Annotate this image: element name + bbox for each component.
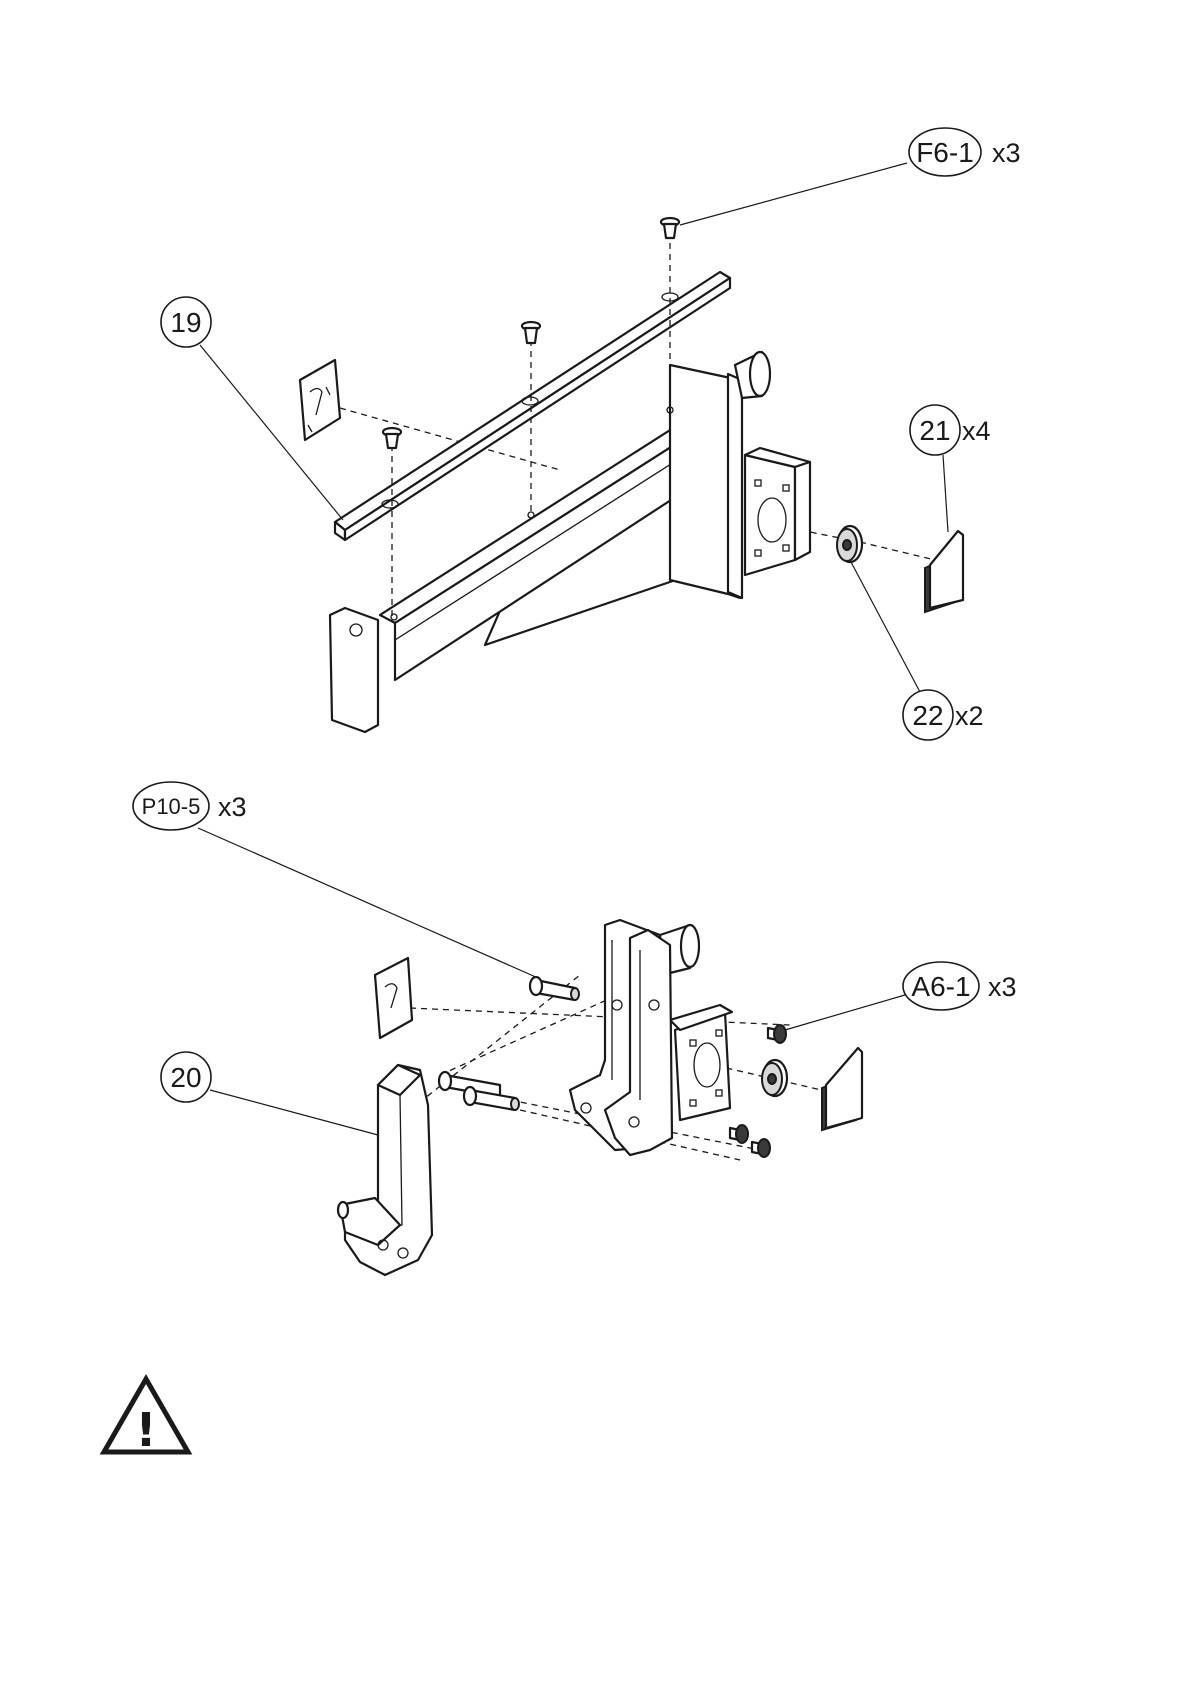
countersunk-screw	[522, 322, 540, 343]
callout-f6-1: F6-1 x3	[680, 128, 1021, 225]
sleeve-end	[681, 925, 699, 967]
warning-triangle-icon: !	[104, 1379, 188, 1457]
callout-label: P10-5	[142, 794, 201, 819]
callout-21: 21 x4	[910, 405, 991, 532]
leader-line	[680, 163, 907, 225]
callout-label: 20	[170, 1062, 201, 1093]
countersunk-screw	[383, 428, 401, 448]
j-hook-20	[338, 1065, 432, 1275]
leader-line	[210, 1090, 378, 1135]
callout-20: 20	[161, 1052, 378, 1135]
callout-qty: x3	[218, 792, 247, 822]
callout-qty: x3	[992, 138, 1021, 168]
leader-line	[785, 995, 905, 1030]
end-cap-21	[925, 531, 963, 612]
alignment-line	[410, 1008, 790, 1025]
leader-line	[851, 562, 920, 692]
beam-end-plate	[330, 608, 378, 732]
callout-label: A6-1	[911, 971, 970, 1002]
washer-22	[762, 1060, 787, 1096]
carriage-plate-edge	[728, 374, 742, 598]
leader-line	[943, 455, 948, 532]
callout-label: 22	[912, 700, 943, 731]
alignment-line	[860, 542, 935, 560]
callout-label: F6-1	[916, 137, 974, 168]
bolt-a6-1	[768, 1025, 786, 1043]
side-bracket-front	[745, 455, 795, 575]
top-assembly	[300, 218, 963, 732]
side-bracket-side	[795, 462, 810, 560]
callout-label: 21	[919, 415, 950, 446]
bolt-a6-1	[730, 1125, 748, 1143]
beam-hole	[528, 512, 534, 518]
sleeve-end	[750, 352, 770, 396]
warning-mark: !	[136, 1403, 157, 1457]
washer-22	[837, 526, 862, 562]
callout-qty: x2	[955, 701, 984, 731]
callout-label: 19	[170, 307, 201, 338]
callout-qty: x3	[988, 972, 1017, 1002]
bottom-assembly	[338, 920, 862, 1275]
callout-qty: x4	[962, 416, 991, 446]
pin-p10-5	[530, 977, 579, 1000]
end-cap-21	[822, 1048, 862, 1130]
callout-a6-1: A6-1 x3	[785, 962, 1017, 1030]
leader-line	[198, 828, 538, 978]
callout-p10-5: P10-5 x3	[133, 782, 538, 978]
bolt-a6-1	[752, 1139, 770, 1157]
countersunk-screw	[661, 218, 679, 238]
